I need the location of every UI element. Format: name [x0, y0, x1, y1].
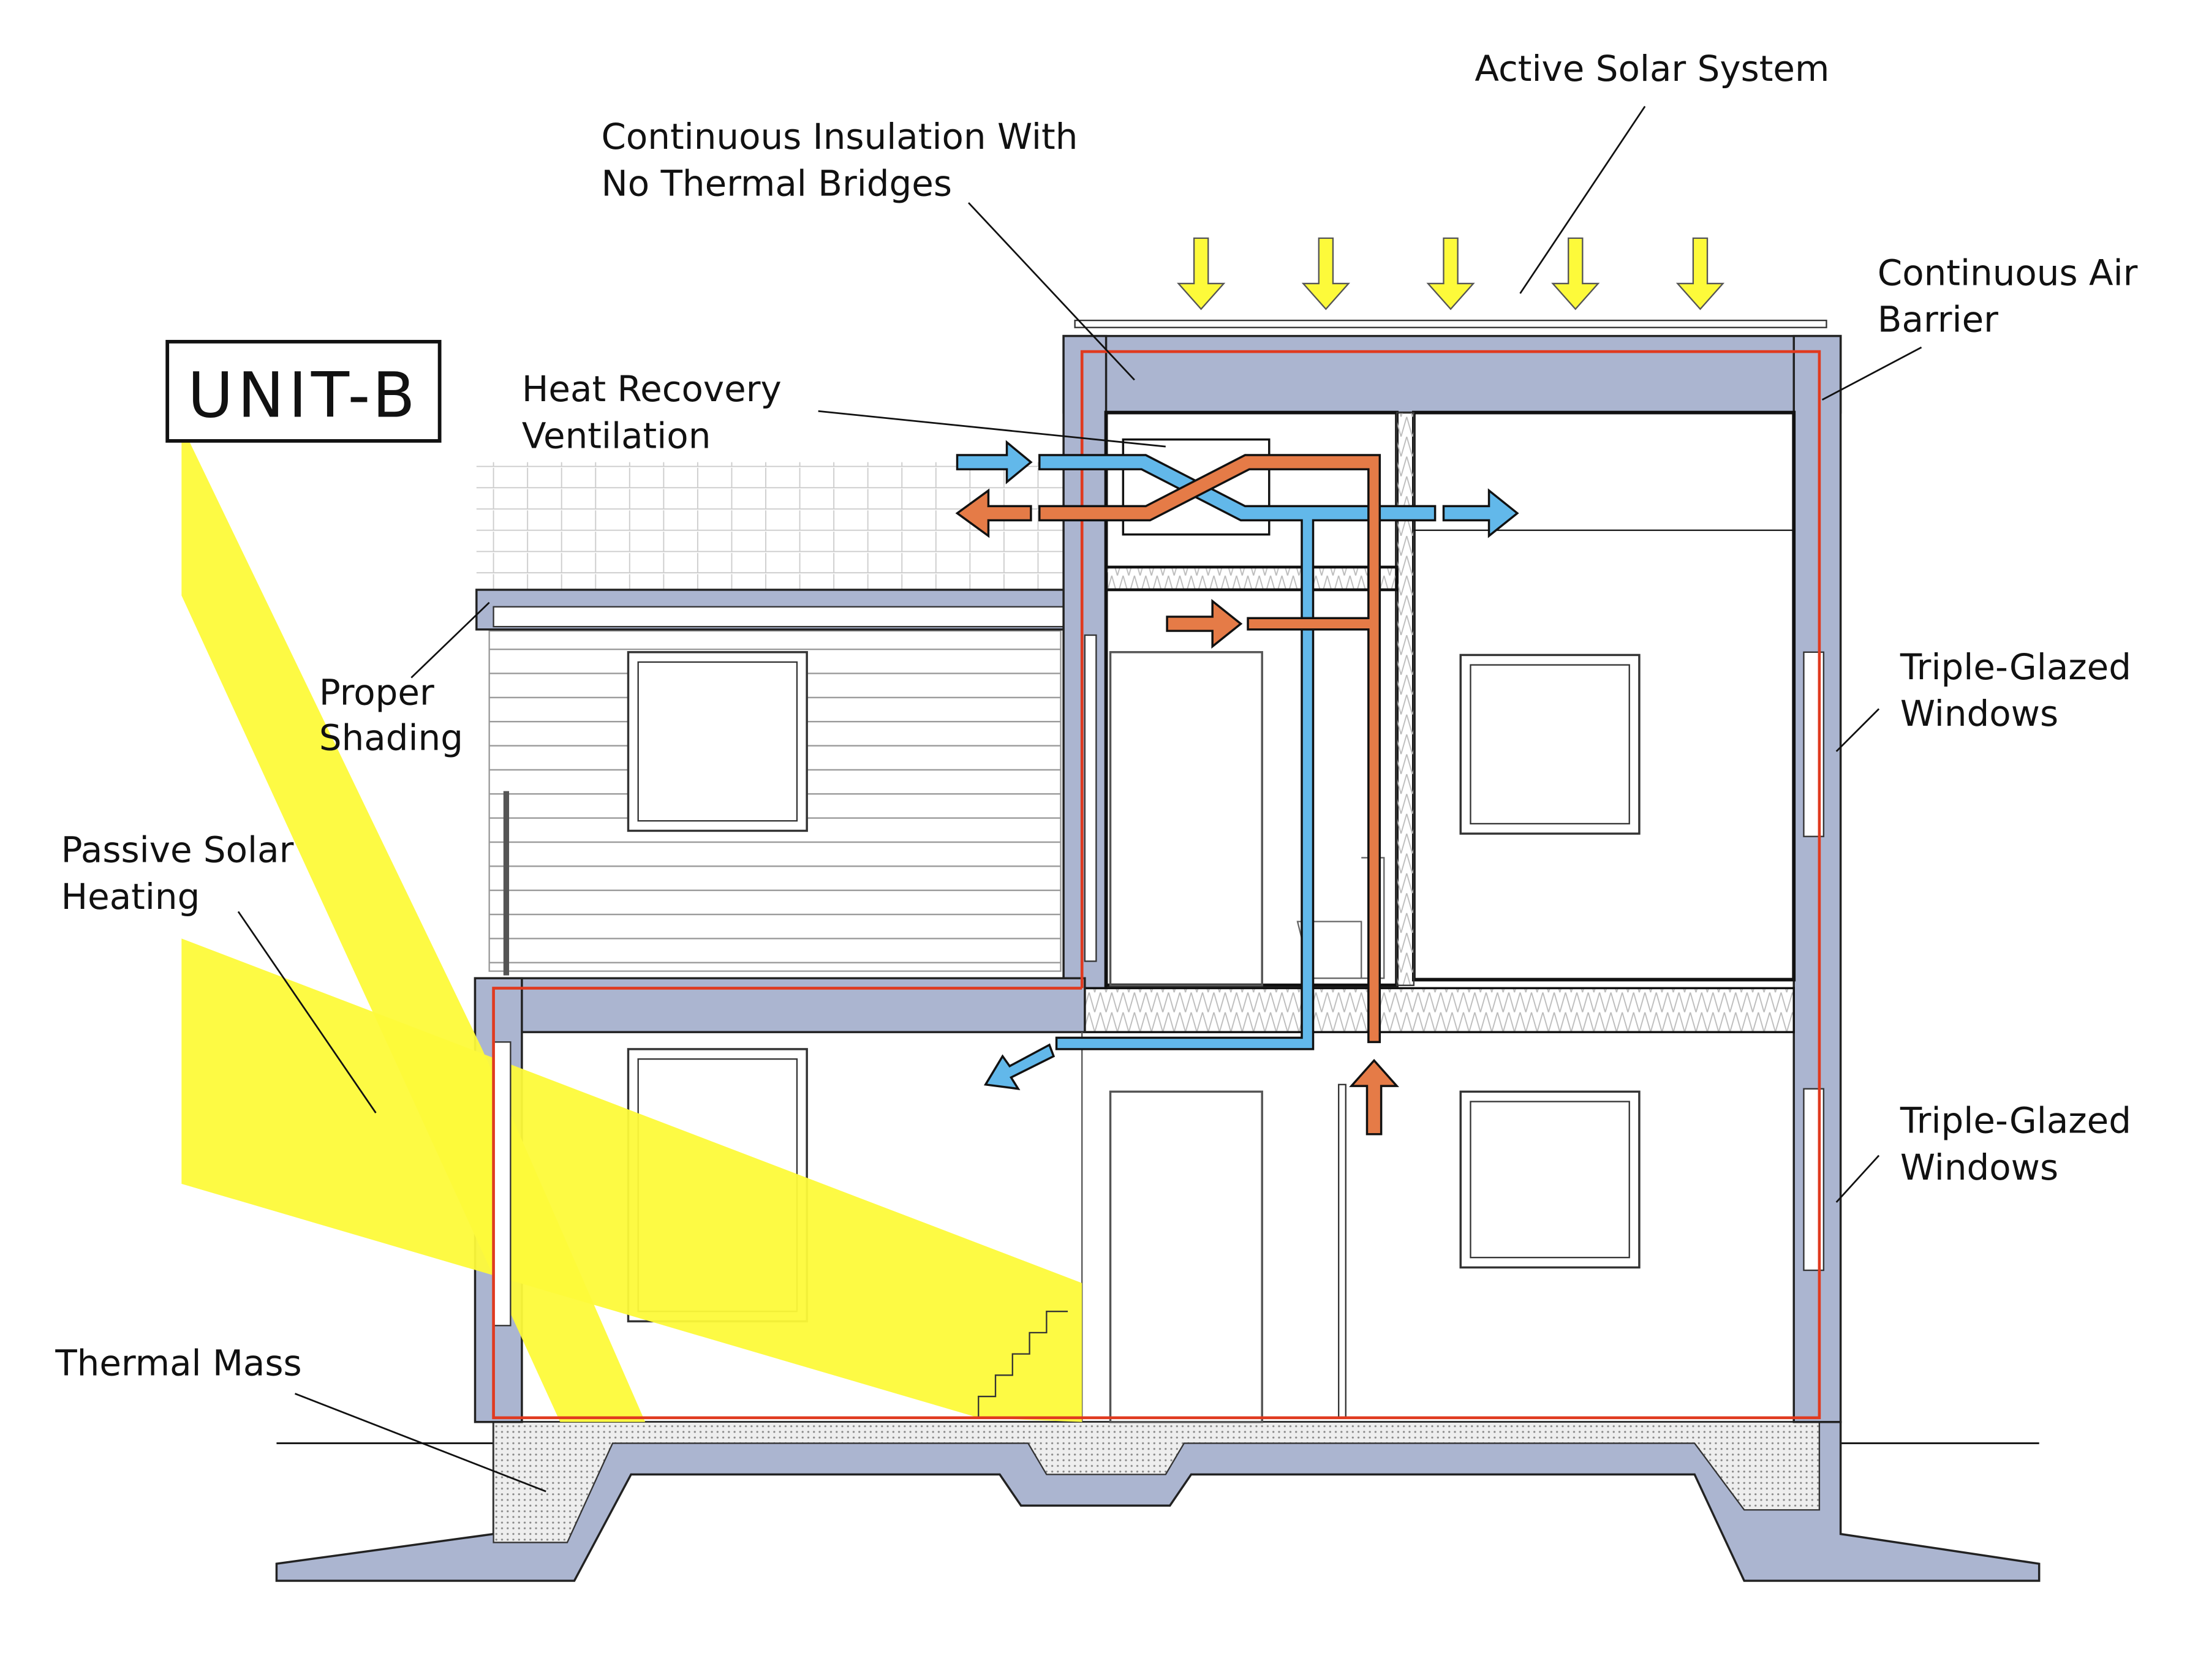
exhaust-outlet-arrow — [955, 488, 1032, 538]
sunlight-beam-lower — [181, 938, 1082, 1422]
label-insulation-line1: Continuous Insulation With — [602, 116, 1078, 157]
air-barrier-line — [492, 350, 1821, 1420]
thermal-mass-slab — [493, 1421, 1821, 1543]
upper-right-window — [1459, 654, 1641, 835]
shading-overhang-inner — [493, 606, 1073, 628]
label-windows-lower-line2: Windows — [1900, 1147, 2058, 1188]
upper-left-window-inner — [637, 661, 798, 822]
upper-left-window — [627, 651, 808, 832]
sun-arrow-icon — [1426, 237, 1475, 311]
leader-hrv — [818, 410, 1166, 448]
label-shading-line1: Proper — [319, 671, 434, 713]
label-passive-solar-line2: Heating — [61, 876, 200, 917]
lower-left-slab — [474, 977, 1086, 1033]
exhaust-intake-arrow-lower — [1349, 1058, 1399, 1136]
fresh-air-lower-arrow — [983, 1043, 1056, 1090]
leader-lines — [237, 105, 1922, 1493]
downspout — [503, 791, 510, 976]
upper-door — [1109, 651, 1263, 987]
neighbor-roof — [476, 462, 1064, 590]
leader-windows-upper — [1835, 708, 1880, 752]
leader-passive-solar — [237, 911, 377, 1113]
label-air-barrier-line1: Continuous Air — [1878, 252, 2138, 293]
leader-shading — [410, 601, 490, 679]
upper-right-window-inner — [1470, 664, 1630, 825]
label-windows-upper-line2: Windows — [1900, 693, 2058, 734]
upper-west-window — [1084, 634, 1097, 962]
label-shading-line2: Shading — [319, 717, 463, 759]
label-active-solar: Active Solar System — [1475, 48, 1829, 89]
stairs — [978, 1311, 1068, 1418]
solar-panel — [1074, 319, 1827, 328]
partition-insulation — [1395, 412, 1415, 986]
label-insulation-line2: No Thermal Bridges — [602, 162, 953, 204]
leader-windows-lower — [1835, 1155, 1880, 1203]
lower-right-window — [1459, 1090, 1641, 1269]
foundation-footing — [275, 1420, 2041, 1582]
exhaust-duct — [1038, 454, 1381, 1044]
label-hrv-line2: Ventilation — [522, 415, 711, 456]
label-hrv-line1: Heat Recovery — [522, 368, 782, 410]
leader-thermal-mass — [295, 1393, 546, 1493]
label-windows-lower-line1: Triple-Glazed — [1900, 1099, 2131, 1141]
fresh-air-intake-arrow — [956, 440, 1033, 484]
sun-arrow-icon — [1301, 237, 1350, 311]
solar-arrows — [1177, 237, 1725, 311]
fresh-air-duct — [1038, 454, 1437, 1050]
unit-title-box: UNIT-B — [165, 339, 442, 443]
lower-partition-wall — [1338, 1083, 1346, 1418]
fresh-air-supply-arrow — [1442, 488, 1519, 538]
south-glazing — [493, 1041, 512, 1327]
sun-arrow-icon — [1675, 237, 1725, 311]
label-passive-solar-line1: Passive Solar — [61, 829, 294, 870]
lower-right-window-inner — [1470, 1101, 1630, 1259]
lower-door — [1109, 1090, 1263, 1423]
floor-insulation-band — [1084, 987, 1795, 1033]
unit-title: UNIT-B — [187, 360, 419, 432]
roof-slab — [1062, 334, 1842, 414]
leader-insulation — [968, 202, 1135, 381]
label-windows-upper-line1: Triple-Glazed — [1900, 646, 2131, 688]
leader-air-barrier — [1821, 346, 1922, 401]
label-thermal-mass: Thermal Mass — [55, 1342, 301, 1384]
mechanical-floor-insulation — [1105, 565, 1399, 592]
label-air-barrier-line2: Barrier — [1878, 299, 1998, 341]
leader-active-solar — [1519, 105, 1646, 294]
exhaust-intake-arrow-upper — [1166, 598, 1243, 649]
unit-title-frame — [165, 339, 442, 443]
sun-arrow-icon — [1551, 237, 1600, 311]
sun-arrow-icon — [1177, 237, 1226, 311]
